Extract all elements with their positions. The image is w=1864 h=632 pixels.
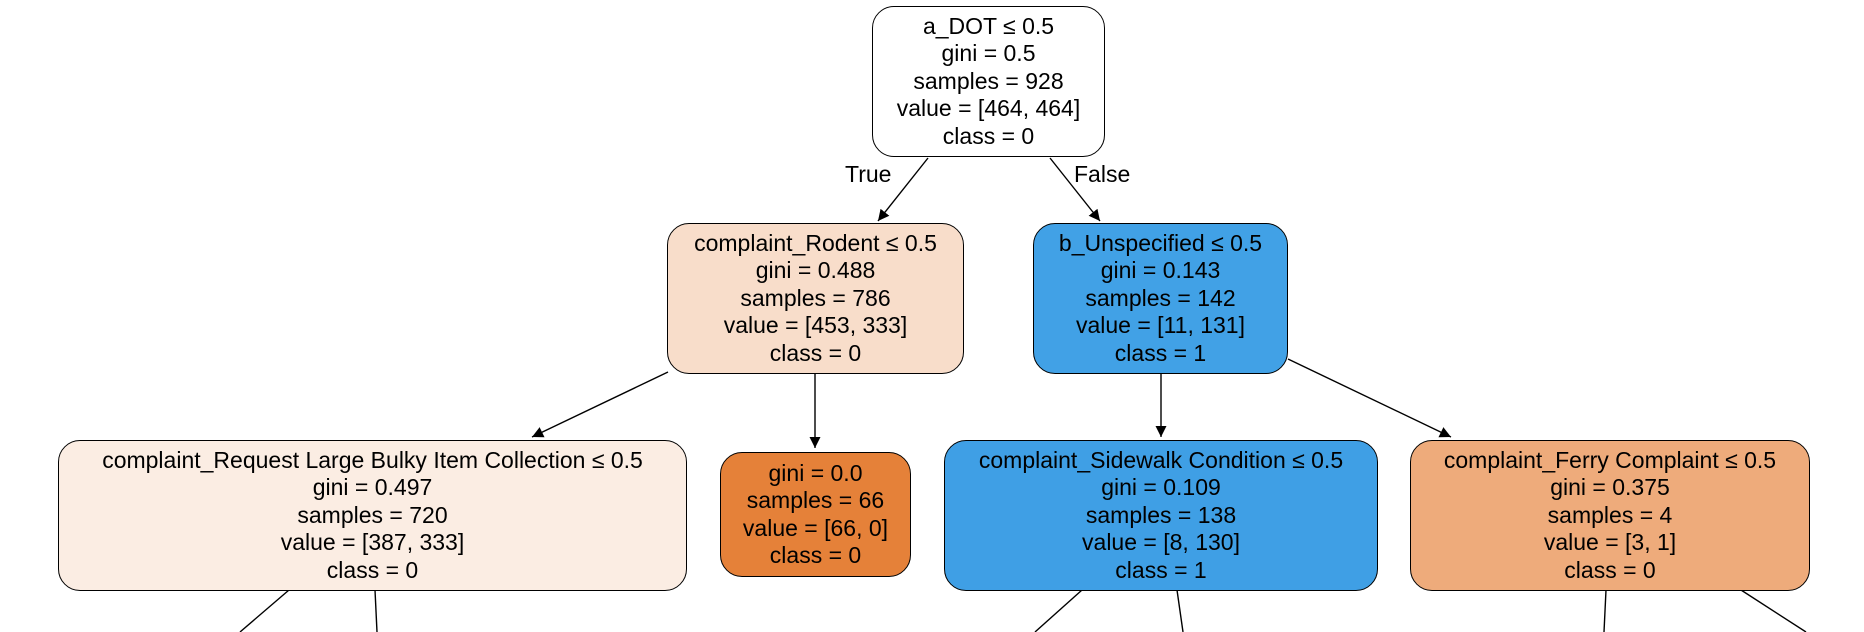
node-samples: samples = 142	[1085, 284, 1236, 311]
node-samples: samples = 928	[913, 67, 1064, 94]
edge-n5-left-stub	[1034, 589, 1083, 632]
edge-label-false: False	[1074, 161, 1131, 187]
node-class: class = 1	[1115, 556, 1207, 583]
node-samples: samples = 720	[297, 501, 448, 528]
node-class: class = 0	[326, 556, 419, 583]
edge-root-n2	[1049, 157, 1101, 222]
edge-n1-n3	[531, 371, 669, 438]
node-class: class = 0	[769, 542, 862, 568]
edge-n6-right-stub	[1740, 589, 1807, 632]
node-split: complaint_Sidewalk Condition ≤ 0.5	[978, 446, 1344, 473]
node-split: a_DOT ≤ 0.5	[922, 12, 1055, 39]
tree-node-complaint-rodent: complaint_Rodent ≤ 0.5 gini = 0.488 samp…	[667, 223, 964, 374]
node-value: value = [8, 130]	[1082, 529, 1240, 556]
node-split: b_Unspecified ≤ 0.5	[1058, 229, 1263, 256]
edge-n6-left-stub	[1603, 589, 1607, 632]
node-gini: gini = 0.0	[768, 459, 863, 486]
node-gini: gini = 0.375	[1550, 474, 1670, 501]
node-value: value = [453, 333]	[723, 312, 908, 339]
edge-n2-n6	[1287, 358, 1452, 438]
node-value: value = [11, 131]	[1075, 312, 1245, 339]
node-value: value = [464, 464]	[896, 95, 1081, 122]
node-class: class = 0	[1564, 556, 1656, 583]
edge-n3-left-stub	[239, 589, 290, 632]
tree-node-complaint-sidewalk: complaint_Sidewalk Condition ≤ 0.5 gini …	[944, 440, 1378, 591]
node-split: complaint_Ferry Complaint ≤ 0.5	[1443, 446, 1777, 473]
node-value: value = [66, 0]	[742, 514, 889, 541]
tree-node-complaint-bulky-item: complaint_Request Large Bulky Item Colle…	[58, 440, 687, 591]
edge-label-true: True	[845, 161, 892, 187]
node-samples: samples = 138	[1085, 501, 1237, 528]
node-class: class = 0	[942, 122, 1035, 149]
tree-node-leaf-pure-class0: gini = 0.0 samples = 66 value = [66, 0] …	[720, 452, 911, 577]
node-gini: gini = 0.109	[1101, 474, 1221, 501]
node-samples: samples = 4	[1547, 501, 1673, 528]
node-class: class = 0	[769, 339, 862, 366]
node-gini: gini = 0.497	[312, 474, 433, 501]
node-samples: samples = 786	[740, 284, 891, 311]
edge-n3-right-stub	[374, 589, 378, 632]
node-split: complaint_Rodent ≤ 0.5	[694, 229, 937, 256]
tree-node-root: a_DOT ≤ 0.5 gini = 0.5 samples = 928 val…	[872, 6, 1105, 157]
node-split: complaint_Request Large Bulky Item Colle…	[102, 446, 643, 473]
tree-node-b-unspecified: b_Unspecified ≤ 0.5 gini = 0.143 samples…	[1033, 223, 1288, 374]
node-gini: gini = 0.488	[755, 257, 876, 284]
tree-node-complaint-ferry: complaint_Ferry Complaint ≤ 0.5 gini = 0…	[1410, 440, 1810, 591]
node-gini: gini = 0.143	[1100, 257, 1221, 284]
edge-root-n1	[877, 157, 929, 222]
edge-n5-right-stub	[1176, 589, 1184, 632]
node-samples: samples = 66	[746, 487, 885, 513]
node-value: value = [387, 333]	[280, 529, 465, 556]
node-value: value = [3, 1]	[1543, 529, 1677, 556]
node-class: class = 1	[1114, 339, 1207, 366]
node-gini: gini = 0.5	[941, 40, 1036, 67]
